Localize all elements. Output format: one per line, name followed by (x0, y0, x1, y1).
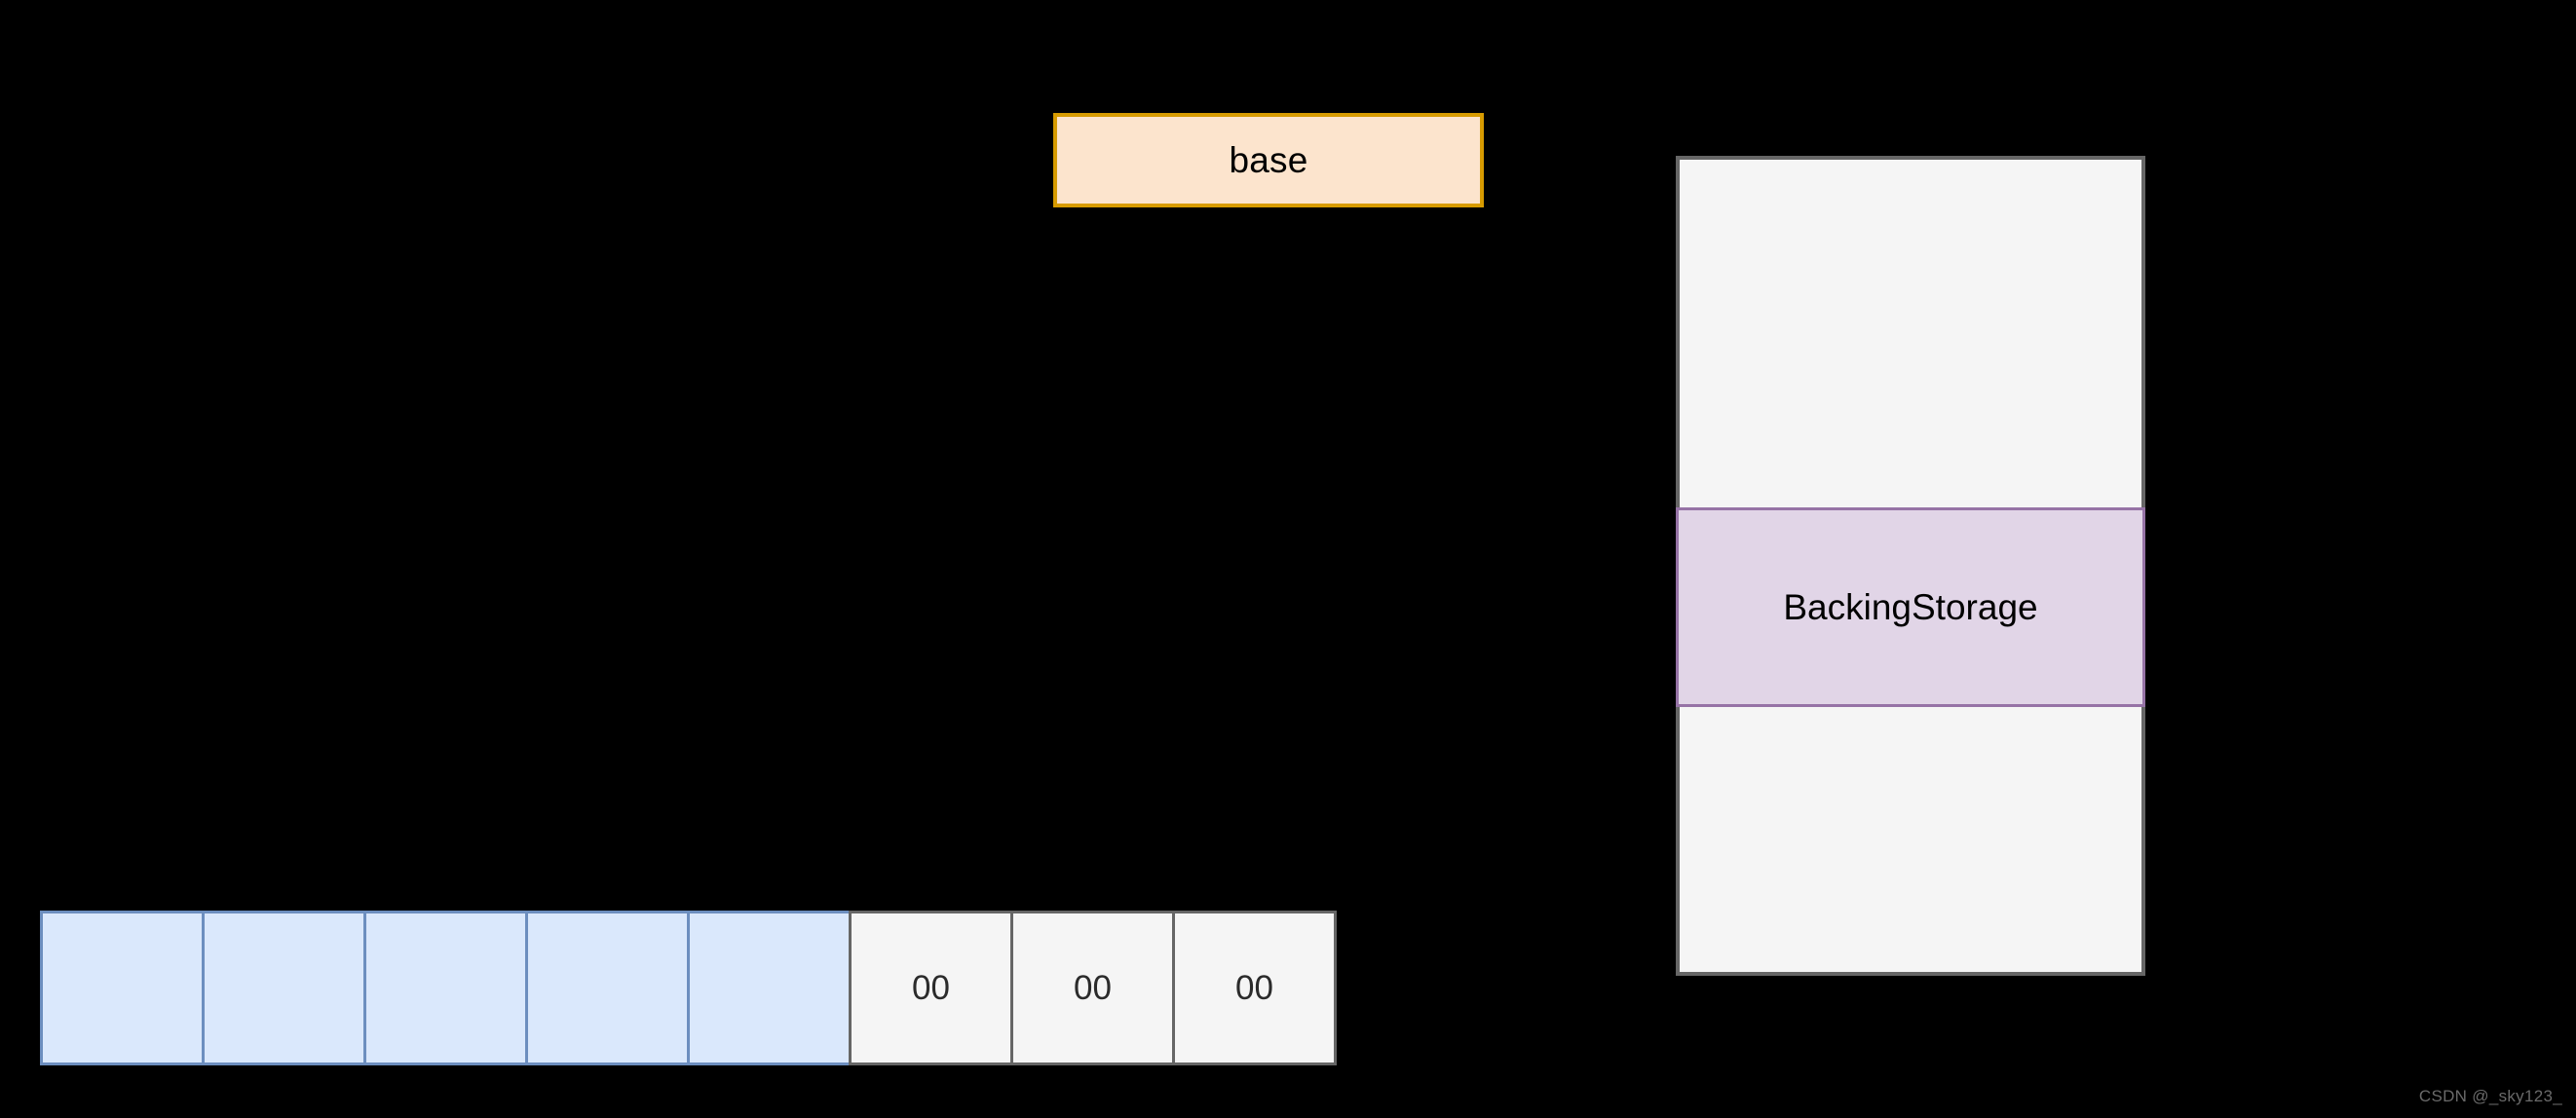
byte-cell[interactable]: 00 (1172, 911, 1337, 1065)
byte-cell[interactable]: 00 (849, 911, 1013, 1065)
byte-cell-value: 00 (1074, 969, 1112, 1007)
byte-array: 00 00 00 (40, 911, 1337, 1065)
byte-cell[interactable] (525, 911, 690, 1065)
byte-cell-value: 00 (912, 969, 950, 1007)
backing-storage-label: BackingStorage (1783, 587, 2038, 627)
byte-cell[interactable]: 00 (1010, 911, 1175, 1065)
byte-cell[interactable] (363, 911, 528, 1065)
watermark: CSDN @_sky123_ (2418, 1087, 2562, 1105)
base-box[interactable]: base (1053, 113, 1484, 207)
backing-storage-band[interactable]: BackingStorage (1676, 507, 2145, 707)
byte-cell[interactable] (687, 911, 852, 1065)
byte-cell[interactable] (202, 911, 366, 1065)
byte-cell-value: 00 (1235, 969, 1273, 1007)
backing-storage-column[interactable]: BackingStorage (1676, 156, 2145, 976)
base-box-label: base (1229, 140, 1308, 180)
byte-cell[interactable] (40, 911, 205, 1065)
